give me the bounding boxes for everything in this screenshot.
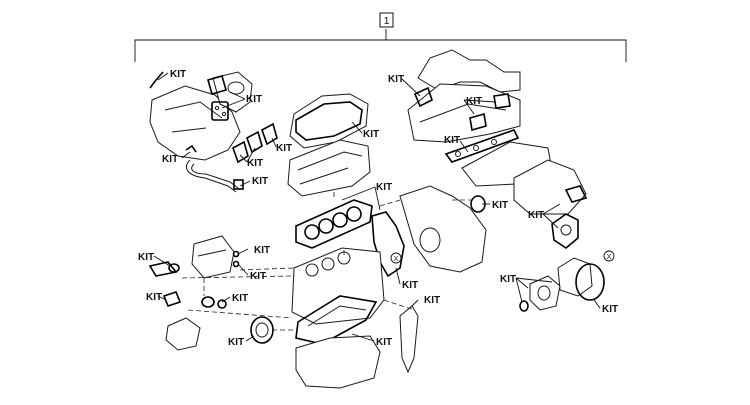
injector-part [399,305,419,374]
oil-pan-gasket [295,295,378,345]
callout-number: 1 [384,16,390,27]
exhaust-manifold-part [407,83,521,143]
valve-cover-gasket-part [289,93,369,149]
timing-cover-gasket [371,211,405,278]
intake-gasket-strip [444,129,520,163]
intake-manifold-part [149,85,241,161]
oring-large [575,263,605,301]
assembly-guide-lines [181,192,476,331]
kit-label: KIT [254,245,270,256]
x-marker-center-label: X [394,256,399,263]
kit-label: KIT [162,154,178,165]
kit-label: KIT [232,293,248,304]
kit-label: KIT [276,143,292,154]
front-cover-gasket [551,213,579,249]
kit-label: KIT [228,337,244,348]
kit-label: KIT [528,210,544,221]
cylinder-head-part [287,139,371,197]
small-gaskets-cluster [207,75,278,164]
timing-cover-right [513,159,588,215]
kit-label: KIT [252,176,268,187]
kit-label: KIT [376,337,392,348]
x-marker-center: X [390,252,402,264]
water-pump-housing [557,257,593,297]
x-marker-right-label: X [607,254,612,261]
kit-label: KIT [388,74,404,85]
kit-label: KIT [402,280,418,291]
oil-pan-part [295,335,381,389]
small-clip-part [185,144,197,153]
kit-label: KIT [170,69,186,80]
exhaust-pipe-part [417,49,521,93]
oil-cooler-part [165,317,201,351]
kit-label: KIT [247,158,263,169]
kit-leader-lines [153,72,601,342]
kit-label: KIT [363,129,379,140]
kit-label: KIT [246,94,262,105]
kit-label: KIT [138,252,154,263]
exhaust-gaskets [413,86,511,132]
kit-labels: KIT KIT KIT KIT KIT KIT KIT KIT KIT KIT … [138,69,618,348]
sensor-wire-part [149,71,164,89]
kit-label: KIT [376,182,392,193]
engine-block-part [291,247,385,325]
oil-filter-housing [191,235,235,279]
rear-main-seal [250,316,274,344]
kit-label: KIT [500,274,516,285]
kit-label: KIT [146,292,162,303]
pump-assembly-part [529,275,561,311]
kit-label: KIT [250,271,266,282]
x-marker-right: X [603,250,615,262]
kit-label: KIT [466,96,482,107]
kit-label: KIT [492,200,508,211]
egr-tube-part [186,159,244,193]
callout-bracket: 1 [134,12,627,62]
head-gasket-part [295,199,373,249]
timing-cover-center [399,185,487,273]
kit-label: KIT [444,135,460,146]
kit-label: KIT [602,304,618,315]
kit-label: KIT [424,295,440,306]
oring-small [519,300,529,312]
